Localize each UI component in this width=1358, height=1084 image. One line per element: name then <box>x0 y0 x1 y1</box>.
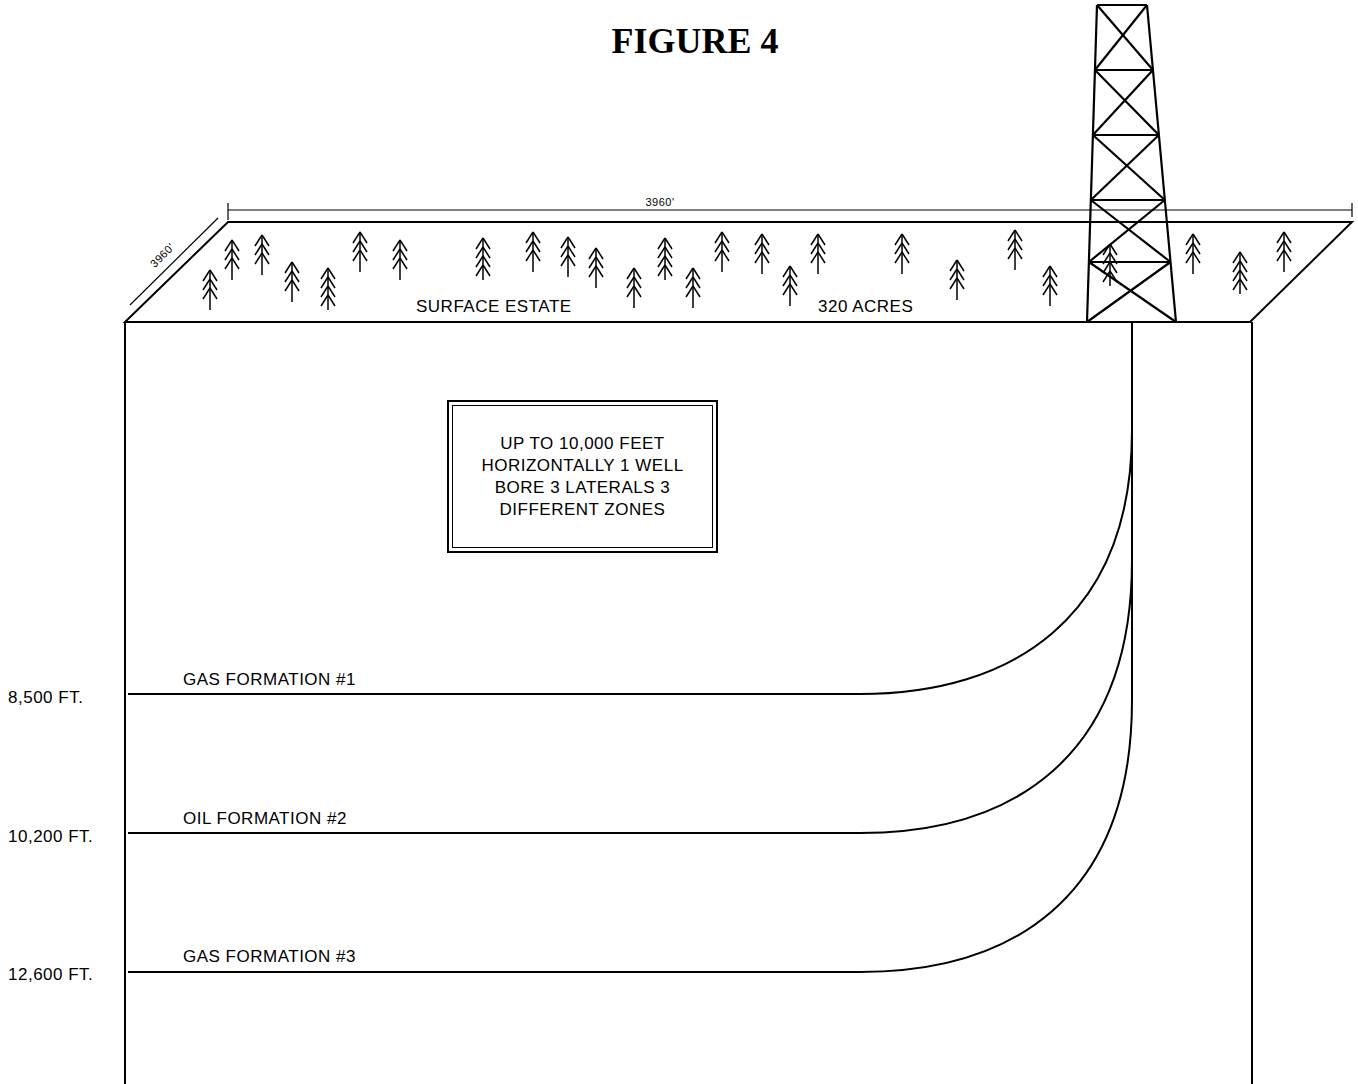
tree-symbol <box>1193 252 1200 263</box>
block-edge <box>1251 322 1253 1084</box>
tree-symbol <box>1043 284 1050 295</box>
tree-symbol <box>225 258 232 269</box>
tree-symbol <box>1050 284 1057 295</box>
formation-label: GAS FORMATION #1 <box>183 671 356 688</box>
tree-symbol <box>895 252 902 263</box>
dimension-label: 3960' <box>147 239 178 270</box>
tree-symbol <box>902 252 909 263</box>
figure-title: FIGURE 4 <box>611 20 778 62</box>
tree-symbol <box>210 288 217 299</box>
dimension-line <box>228 209 1352 210</box>
tree-symbol <box>658 265 665 276</box>
lateral-3 <box>128 322 1132 972</box>
tree-symbol <box>589 266 596 277</box>
tree-symbol <box>482 238 484 280</box>
tree-symbol <box>526 250 533 261</box>
derrick-brace <box>1095 69 1153 71</box>
tree-symbol <box>693 286 700 297</box>
surface-label: SURFACE ESTATE <box>416 298 572 315</box>
tree-symbol <box>393 258 400 269</box>
tree-symbol <box>1239 252 1241 294</box>
tree-symbol <box>1109 244 1111 286</box>
dimension-line <box>130 218 218 305</box>
tree-symbol <box>360 250 367 261</box>
tree-symbol <box>755 252 762 263</box>
tree-symbol <box>715 250 722 261</box>
tree-symbol <box>321 295 328 306</box>
tree-symbol <box>957 278 964 289</box>
tree-symbol <box>476 265 483 276</box>
tree-symbol <box>1240 279 1247 290</box>
derrick-brace <box>1089 200 1165 262</box>
derrick-brace <box>1091 135 1159 200</box>
depth-label: 12,600 FT. <box>8 966 93 983</box>
tree-symbol <box>262 253 269 264</box>
lateral-2 <box>128 560 1132 833</box>
derrick-brace <box>1097 4 1147 6</box>
tree-symbol <box>665 265 672 276</box>
tree-symbol <box>292 280 299 291</box>
tree-symbol <box>818 252 825 263</box>
tree-symbol <box>950 278 957 289</box>
tree-symbol <box>811 252 818 263</box>
tree-symbol <box>232 258 239 269</box>
derrick-brace <box>1091 199 1165 201</box>
derrick-brace <box>1091 200 1171 262</box>
tree-symbol <box>1008 248 1015 259</box>
tree-symbol <box>1277 250 1284 261</box>
box-text: UP TO 10,000 FEET HORIZONTALLY 1 WELL BO… <box>449 423 716 531</box>
lateral-1 <box>128 322 1132 694</box>
derrick-brace <box>1089 262 1176 322</box>
block-edge <box>124 322 126 1084</box>
tree-symbol <box>596 266 603 277</box>
tree-symbol <box>1186 252 1193 263</box>
info-box: UP TO 10,000 FEET HORIZONTALLY 1 WELL BO… <box>447 400 718 553</box>
tree-symbol <box>664 238 666 280</box>
derrick-brace <box>1095 70 1159 135</box>
derrick-brace <box>1089 261 1171 263</box>
tree-symbol <box>722 250 729 261</box>
dimension-label: 3960' <box>643 197 676 208</box>
tree-symbol <box>686 286 693 297</box>
tree-symbol <box>790 284 797 295</box>
formation-label: GAS FORMATION #3 <box>183 948 356 965</box>
tree-symbol <box>1015 248 1022 259</box>
dimension-tick <box>1351 203 1352 217</box>
tree-symbol <box>568 255 575 266</box>
depth-label: 8,500 FT. <box>8 689 83 706</box>
tree-symbol <box>1284 250 1291 261</box>
derrick-brace <box>1093 134 1159 136</box>
tree-symbol <box>533 250 540 261</box>
tree-symbol <box>353 250 360 261</box>
tree-symbol <box>285 280 292 291</box>
derrick-brace <box>1093 70 1153 135</box>
derrick-brace <box>1095 5 1147 70</box>
tree-symbol <box>203 288 210 299</box>
tree-symbol <box>1233 279 1240 290</box>
tree-symbol <box>561 255 568 266</box>
surface-label: 320 ACRES <box>818 298 913 315</box>
tree-symbol <box>328 295 335 306</box>
derrick-brace <box>1087 321 1176 323</box>
tree-symbol <box>327 268 329 310</box>
derrick-brace <box>1097 5 1153 70</box>
derrick-brace <box>1087 262 1171 322</box>
tree-symbol <box>483 265 490 276</box>
formation-label: OIL FORMATION #2 <box>183 810 347 827</box>
derrick-leg <box>1087 5 1097 322</box>
dimension-tick <box>227 203 228 220</box>
tree-symbol <box>762 252 769 263</box>
tree-symbol <box>634 286 641 297</box>
tree-symbol <box>627 286 634 297</box>
derrick-brace <box>1093 135 1165 200</box>
tree-symbol <box>783 284 790 295</box>
tree-symbol <box>255 253 262 264</box>
tree-symbol <box>400 258 407 269</box>
depth-label: 10,200 FT. <box>8 828 93 845</box>
